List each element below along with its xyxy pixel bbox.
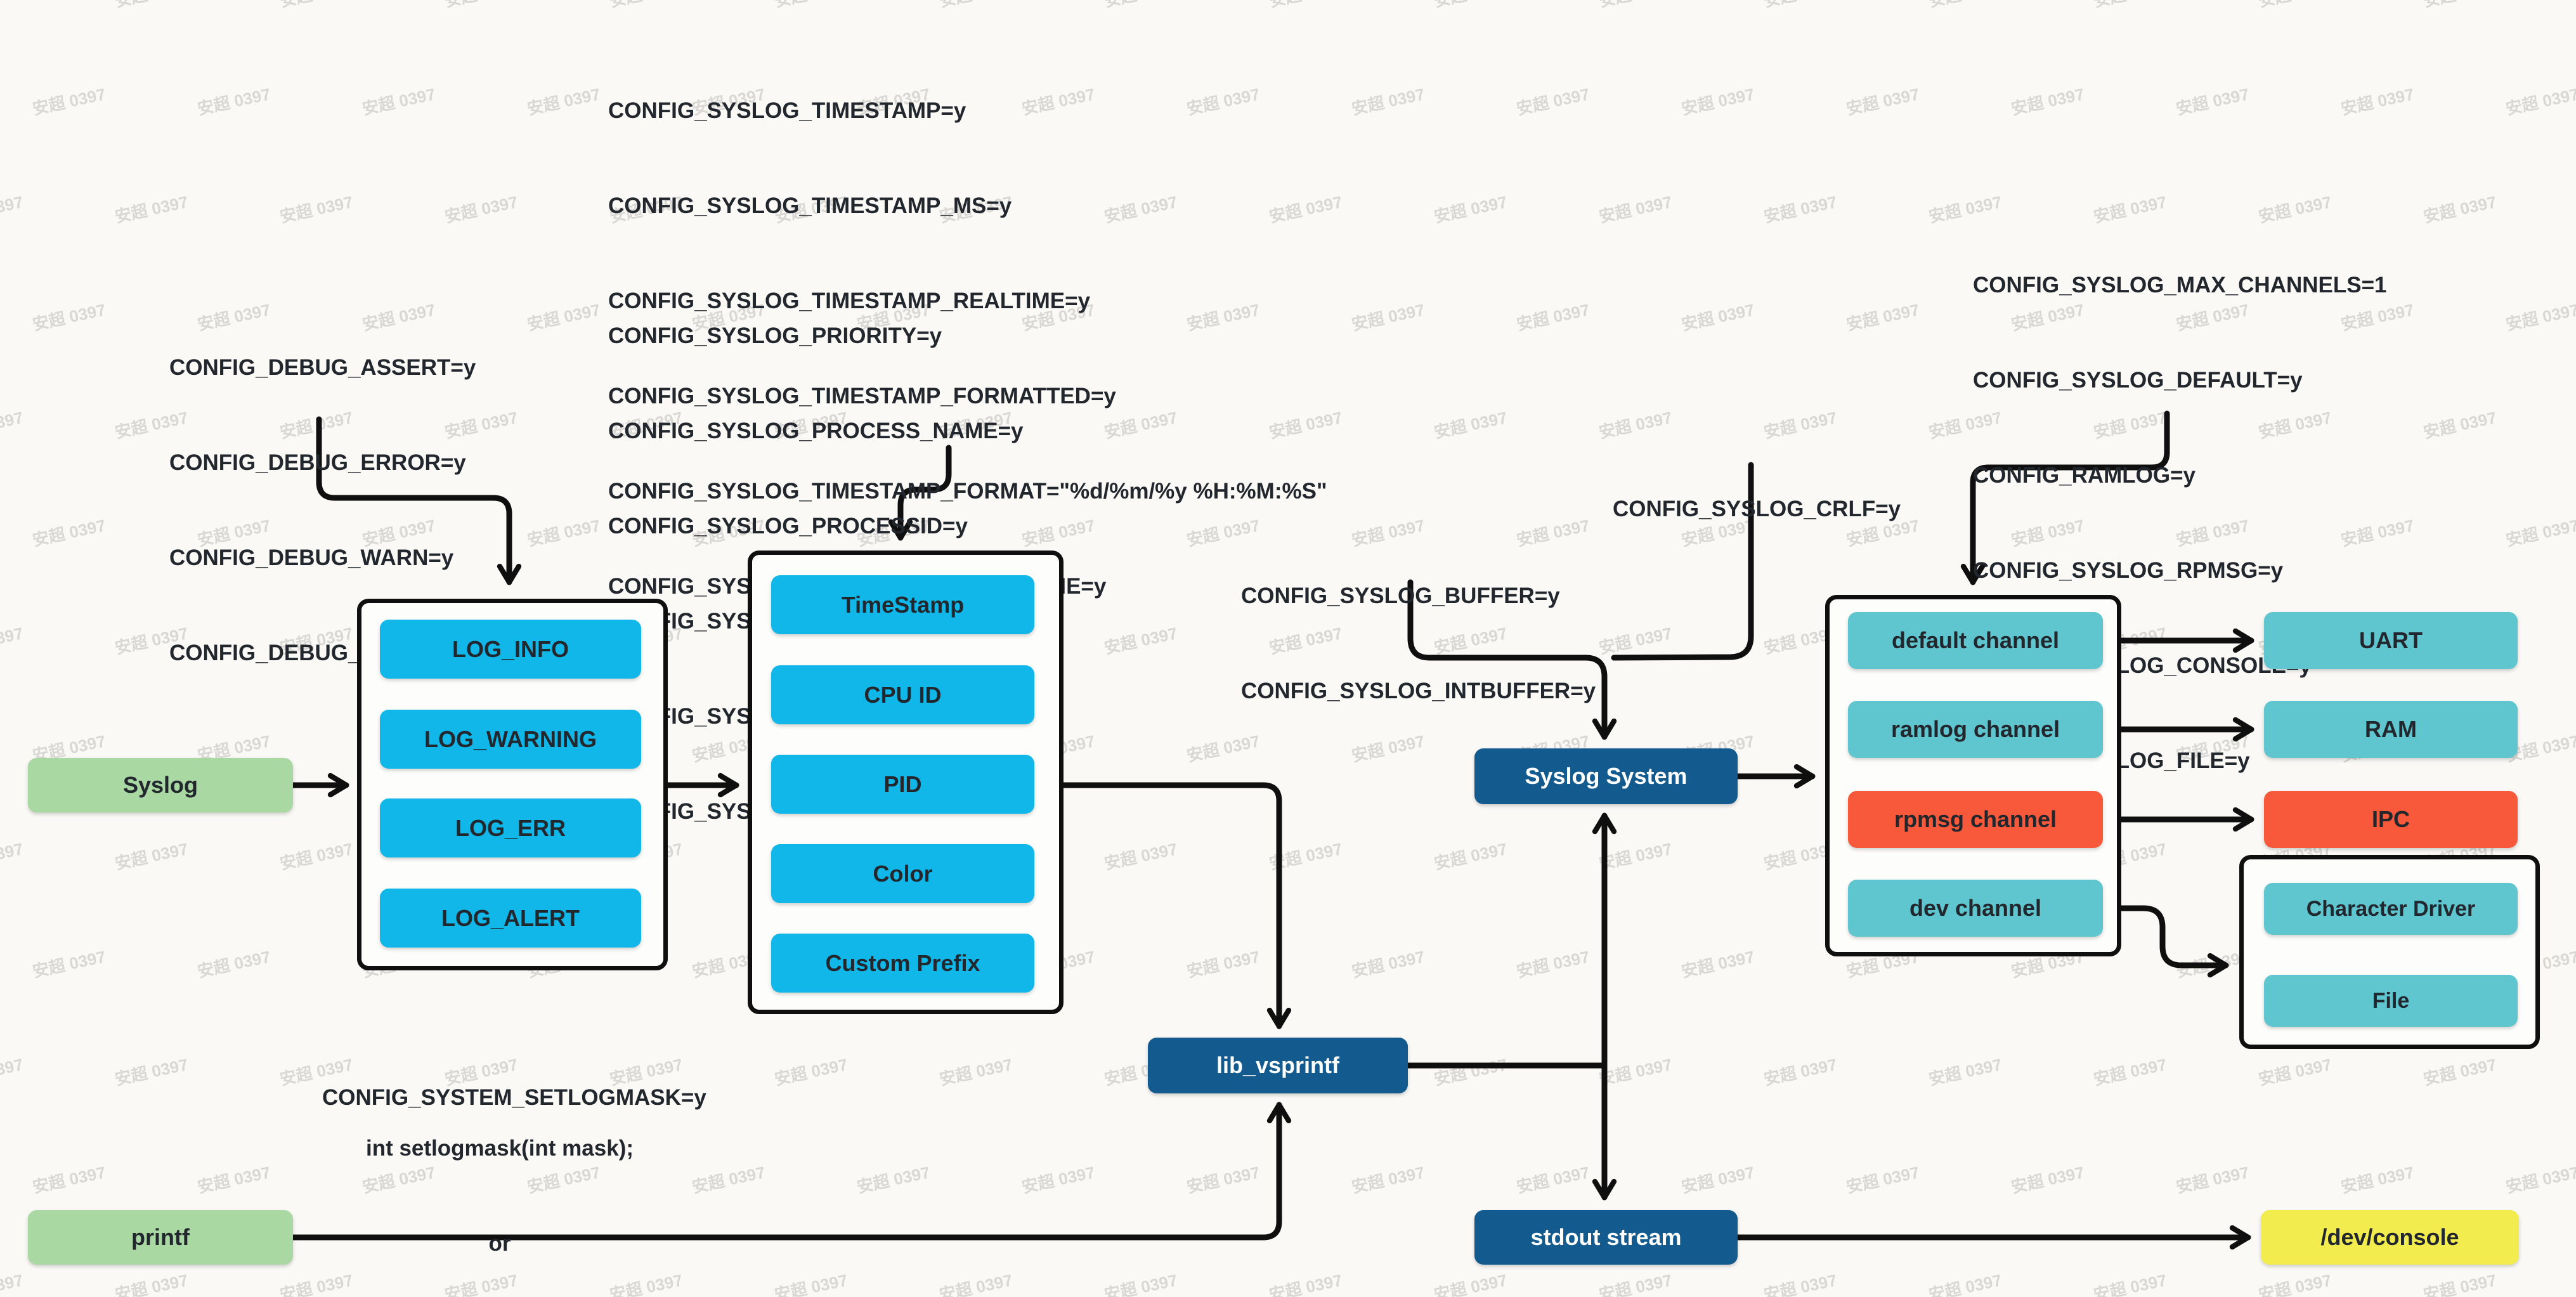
node-log-warning: LOG_WARNING: [380, 710, 641, 769]
config-line: CONFIG_SYSLOG_CRLF=y: [1613, 497, 1901, 521]
node-printf: printf: [28, 1210, 293, 1265]
node-syslog: Syslog: [28, 758, 293, 812]
config-line: CONFIG_DEBUG_WARN=y: [169, 545, 454, 570]
config-line: CONFIG_SYSLOG_PRIORITY=y: [608, 323, 942, 348]
config-line: int setlogmask(int mask);: [365, 1136, 634, 1161]
node-log-alert: LOG_ALERT: [380, 889, 641, 948]
node-cpu-id: CPU ID: [771, 665, 1034, 724]
config-line: CONFIG_SYSLOG_TIMESTAMP_REALTIME=y: [608, 289, 1091, 313]
config-line: CONFIG_SYSLOG_DEFAULT=y: [1973, 368, 2303, 393]
node-log-info: LOG_INFO: [380, 620, 641, 679]
config-block-crlf: CONFIG_SYSLOG_CRLF=y: [1613, 430, 1901, 589]
node-lib-vsprintf: lib_vsprintf: [1148, 1038, 1408, 1093]
config-line: CONFIG_SYSTEM_SETLOGMASK=y: [322, 1085, 706, 1110]
node-ipc: IPC: [2264, 791, 2518, 848]
config-block-setlogmask-body: int setlogmask(int mask); or setlogmask: [322, 1069, 677, 1297]
config-line: CONFIG_SYSLOG_RPMSG=y: [1973, 558, 2284, 583]
node-ram: RAM: [2264, 701, 2518, 758]
node-file: File: [2264, 975, 2518, 1027]
node-log-err: LOG_ERR: [380, 798, 641, 857]
node-character-driver: Character Driver: [2264, 883, 2518, 935]
config-line: CONFIG_SYSLOG_TIMESTAMP_FORMAT="%d/%m/%y…: [608, 479, 1327, 504]
node-syslog-system: Syslog System: [1474, 748, 1738, 804]
config-line: CONFIG_SYSLOG_TIMESTAMP=y: [608, 98, 966, 123]
node-ramlog-channel: ramlog channel: [1848, 701, 2103, 758]
node-pid: PID: [771, 755, 1034, 814]
config-line: or: [488, 1231, 511, 1256]
connector-printf-to-libvsprintf: [290, 1102, 1292, 1241]
config-line: CONFIG_SYSLOG_INTBUFFER=y: [1241, 679, 1596, 703]
config-line: CONFIG_SYSLOG_MAX_CHANNELS=1: [1973, 273, 2387, 297]
connector-crlf-merge: [1611, 462, 1754, 661]
node-uart: UART: [2264, 612, 2518, 669]
connector-channelcfg-to-channels: [1960, 410, 2170, 585]
node-dev-console: /dev/console: [2261, 1210, 2519, 1265]
config-line: CONFIG_RAMLOG=y: [1973, 463, 2196, 488]
config-line: CONFIG_DEBUG_ASSERT=y: [169, 355, 476, 380]
config-block-buffer: CONFIG_SYSLOG_BUFFER=y CONFIG_SYSLOG_INT…: [1241, 517, 1596, 771]
node-dev-channel: dev channel: [1848, 880, 2103, 937]
config-line: CONFIG_DEBUG_ERROR=y: [169, 450, 466, 475]
config-line: CONFIG_SYSLOG_BUFFER=y: [1241, 583, 1560, 608]
config-line: CONFIG_SYSLOG_PROCESS_NAME=y: [608, 419, 1024, 443]
node-default-channel: default channel: [1848, 612, 2103, 669]
config-block-setlogmask-title: CONFIG_SYSTEM_SETLOGMASK=y: [322, 1019, 706, 1177]
connector-buffer-to-syslogsystem: [1407, 579, 1617, 740]
node-custom-prefix: Custom Prefix: [771, 934, 1034, 993]
config-line: CONFIG_SYSLOG_PROCESSID=y: [608, 514, 968, 538]
connector-formatters-to-libvsprintf: [1060, 782, 1292, 1029]
node-timestamp: TimeStamp: [771, 575, 1034, 634]
node-rpmsg-channel: rpmsg channel: [1848, 791, 2103, 848]
node-stdout-stream: stdout stream: [1474, 1210, 1738, 1265]
config-block-debug: CONFIG_DEBUG_ASSERT=y CONFIG_DEBUG_ERROR…: [169, 289, 476, 733]
config-line: CONFIG_SYSLOG_TIMESTAMP_FORMATTED=y: [608, 384, 1116, 408]
connector-debug-to-loglevels: [316, 416, 522, 585]
connector-dev-to-chardriver: [2100, 905, 2229, 978]
connector-prefixcfg-to-formatters: [888, 445, 952, 541]
node-color: Color: [771, 844, 1034, 903]
config-line: CONFIG_SYSLOG_TIMESTAMP_MS=y: [608, 193, 1012, 218]
